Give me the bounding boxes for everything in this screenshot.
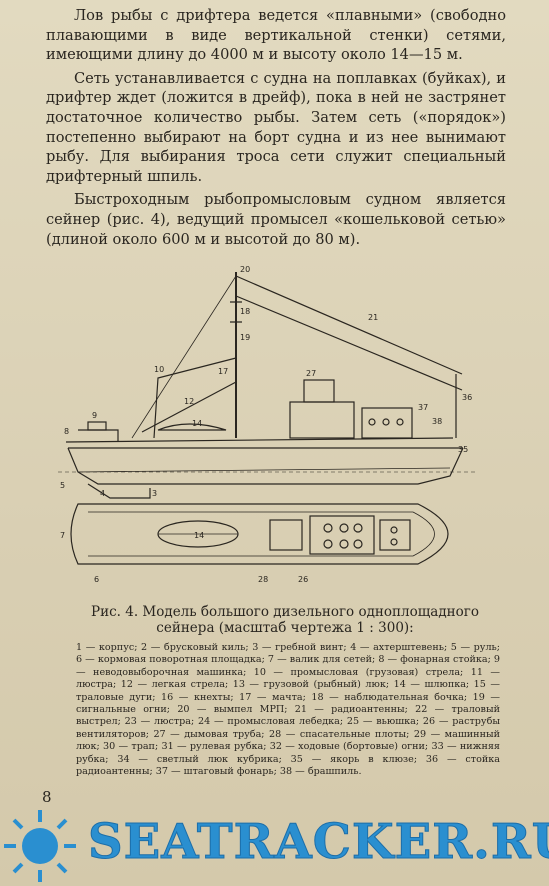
callout-36: 36 (462, 393, 472, 402)
callout-20: 20 (240, 265, 250, 274)
figure-caption: Рис. 4. Модель большого дизельного одноп… (70, 604, 500, 636)
watermark: SEATRACKER.RU (0, 806, 549, 886)
figure-legend: 1 — корпус; 2 — брусковый киль; 3 — греб… (76, 642, 500, 778)
callout-35: 35 (458, 445, 468, 454)
caption-line-2: сейнера (масштаб чертежа 1 : 300): (156, 620, 414, 636)
callout-10: 10 (154, 365, 164, 374)
paragraph-2: Сеть устанавливается с судна на поплавка… (46, 69, 506, 185)
callout-21: 21 (368, 313, 378, 322)
callout-7: 7 (60, 531, 65, 540)
callout-9: 9 (92, 411, 97, 420)
sun-logo-icon (4, 810, 76, 882)
callout-18: 18 (240, 307, 250, 316)
callout-6: 6 (94, 575, 99, 584)
callout-plan-14: 14 (194, 531, 204, 540)
page-number: 8 (42, 788, 52, 806)
callout-37: 37 (418, 403, 428, 412)
seiner-drawing: 8 9 20 18 19 17 10 12 14 21 36 37 38 27 … (58, 265, 478, 584)
callout-26: 26 (298, 575, 308, 584)
callout-28: 28 (258, 575, 268, 584)
callout-3: 3 (152, 489, 157, 498)
callout-12: 12 (184, 397, 194, 406)
caption-line-1: Рис. 4. Модель большого дизельного одноп… (91, 604, 479, 620)
callout-8: 8 (64, 427, 69, 436)
callout-4: 4 (100, 489, 105, 498)
callout-17: 17 (218, 367, 228, 376)
paragraph-3: Быстроходным рыбопромысловым судном явля… (46, 191, 506, 248)
callout-27: 27 (306, 369, 316, 378)
callout-5: 5 (60, 481, 65, 490)
paragraph-1: Лов рыбы с дрифтера ведется «плавными» (… (46, 7, 506, 64)
callout-14: 14 (192, 419, 202, 428)
callout-19: 19 (240, 333, 250, 342)
watermark-text: SEATRACKER.RU (88, 814, 549, 871)
body-text: Лов рыбы с дрифтера ведется «плавными» (… (46, 6, 506, 253)
callout-38: 38 (432, 417, 442, 426)
